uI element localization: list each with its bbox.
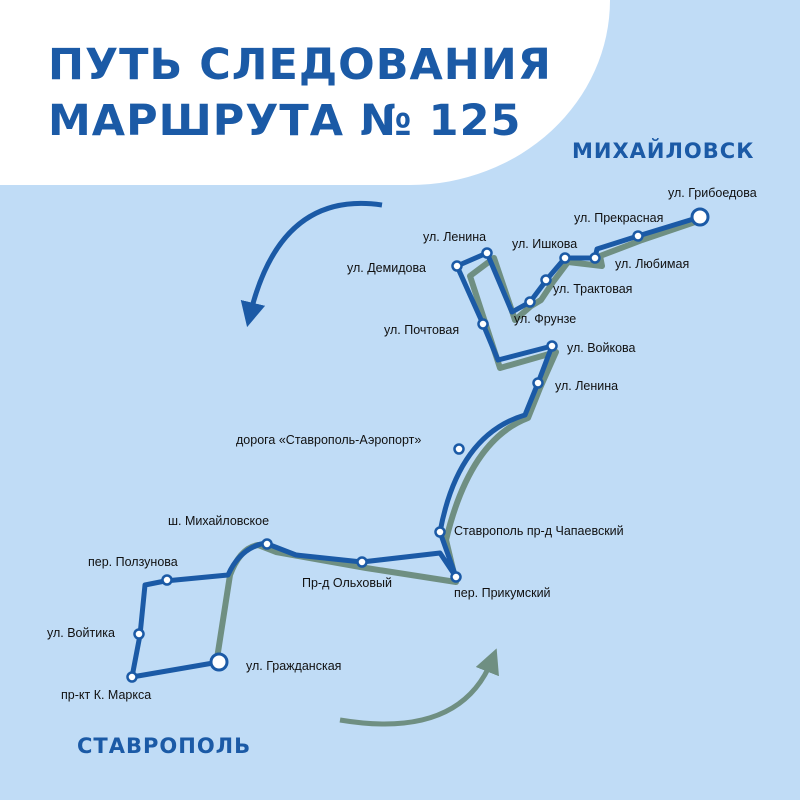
- stop-marker: [133, 628, 145, 640]
- stop-marker: [477, 318, 489, 330]
- arrow-clockwise-green-icon: [339, 648, 499, 727]
- stop-label: ул. Гражданская: [246, 659, 341, 673]
- stop-marker: [434, 526, 446, 538]
- stop-marker: [450, 571, 462, 583]
- arrow-counterclockwise-blue-icon: [240, 200, 383, 328]
- stop-marker: [524, 296, 536, 308]
- stop-label: ул. Почтовая: [384, 323, 459, 337]
- stop-marker: [451, 260, 463, 272]
- terminal-stop-marker: [209, 652, 229, 672]
- stop-marker: [481, 247, 493, 259]
- stop-label: ул. Войтика: [47, 626, 115, 640]
- stop-marker: [589, 252, 601, 264]
- city-label-start: МИХАЙЛОВСК: [572, 139, 755, 163]
- title-panel: [0, 0, 610, 185]
- stop-label: пер. Прикумский: [454, 586, 551, 600]
- stop-marker: [559, 252, 571, 264]
- terminal-stop-marker: [690, 207, 710, 227]
- stop-label: ул. Любимая: [615, 257, 689, 271]
- stop-marker: [161, 574, 173, 586]
- stop-marker: [632, 230, 644, 242]
- stop-label: пр-кт К. Маркса: [61, 688, 151, 702]
- stop-label: ул. Ишкова: [512, 237, 577, 251]
- stop-label: ул. Трактовая: [553, 282, 632, 296]
- stop-label: ул. Фрунзе: [514, 312, 576, 326]
- city-label-end: СТАВРОПОЛЬ: [77, 734, 252, 758]
- stop-marker: [546, 340, 558, 352]
- stop-label: ул. Грибоедова: [668, 186, 757, 200]
- stop-marker: [261, 538, 273, 550]
- stop-marker: [532, 377, 544, 389]
- stop-marker: [126, 671, 138, 683]
- stop-label: ул. Ленина: [555, 379, 618, 393]
- stop-label: пер. Ползунова: [88, 555, 178, 569]
- page-title-line-2: МАРШРУТА № 125: [48, 96, 522, 146]
- stop-label: дорога «Ставрополь-Аэропорт»: [236, 433, 421, 447]
- page-title-line-1: ПУТЬ СЛЕДОВАНИЯ: [48, 40, 552, 90]
- stop-label: ул. Ленина: [423, 230, 486, 244]
- stop-label: ул. Прекрасная: [574, 211, 663, 225]
- stop-label: ш. Михайловское: [168, 514, 269, 528]
- stop-marker: [356, 556, 368, 568]
- stop-label: Ставрополь пр-д Чапаевский: [454, 524, 624, 538]
- stop-marker: [540, 274, 552, 286]
- stop-marker: [453, 443, 465, 455]
- stop-label: ул. Войкова: [567, 341, 636, 355]
- stop-label: Пр-д Ольховый: [302, 576, 392, 590]
- stop-label: ул. Демидова: [347, 261, 426, 275]
